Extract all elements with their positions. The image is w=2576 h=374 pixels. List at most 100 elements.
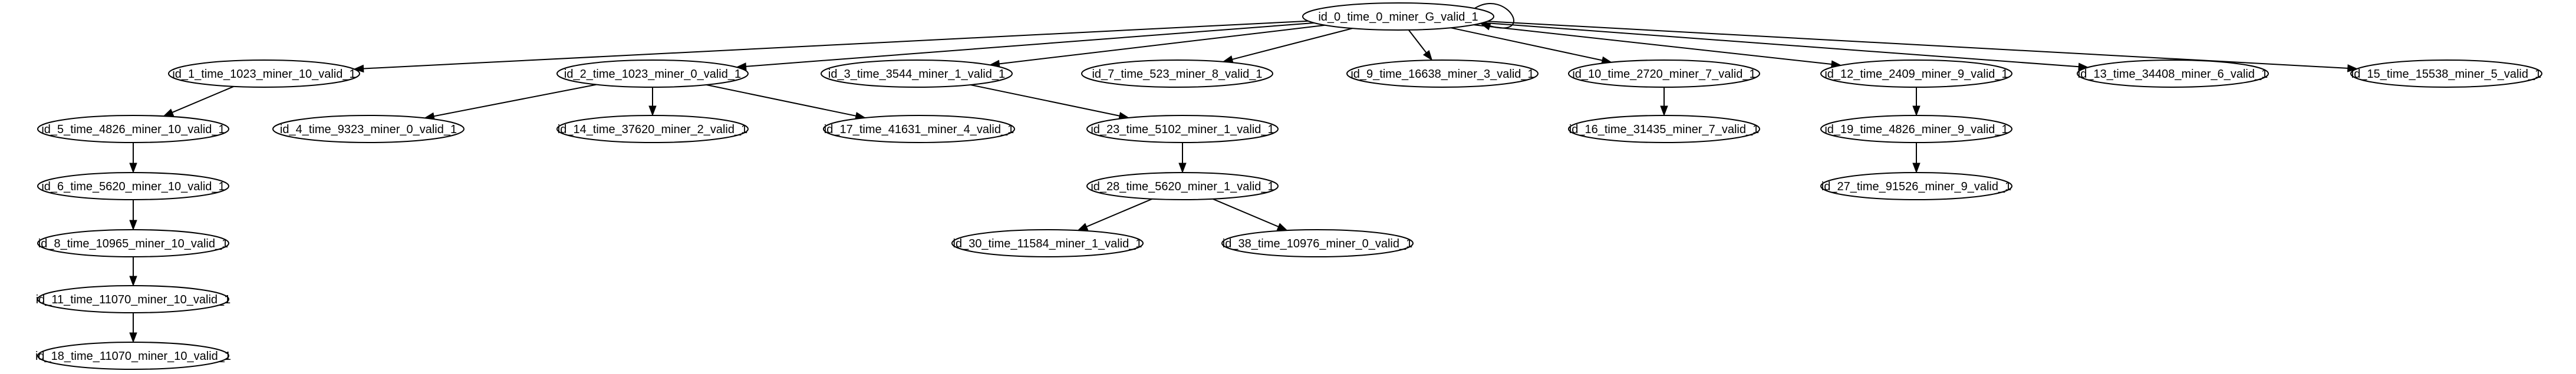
edge-n28-n30-arrow xyxy=(1077,223,1089,231)
node-ellipse xyxy=(951,229,1144,257)
node-n2: id_2_time_1023_miner_0_valid_1 xyxy=(556,59,749,88)
node-label: id_0_time_0_miner_G_valid_1 xyxy=(1318,11,1478,24)
node-n28: id_28_time_5620_miner_1_valid_1 xyxy=(1086,172,1279,200)
edge-n10-n16-arrow xyxy=(1660,105,1668,117)
node-n23: id_23_time_5102_miner_1_valid_1 xyxy=(1086,115,1279,143)
node-ellipse xyxy=(1568,59,1760,88)
node-n16: id_16_time_31435_miner_7_valid_1 xyxy=(1568,115,1760,143)
node-ellipse xyxy=(37,115,229,143)
edge-n0-n12 xyxy=(1473,24,1833,65)
edge-n0-n9 xyxy=(1408,29,1428,54)
node-ellipse xyxy=(2350,59,2542,88)
node-ellipse xyxy=(1568,115,1760,143)
node-ellipse xyxy=(1086,115,1279,143)
node-n3: id_3_time_3544_miner_1_valid_1 xyxy=(821,59,1013,88)
node-ellipse xyxy=(37,285,229,313)
edge-n1-n5 xyxy=(171,85,234,114)
node-ellipse xyxy=(823,115,1015,143)
node-label: id_4_time_9323_miner_0_valid_1 xyxy=(280,123,457,136)
node-n14: id_14_time_37620_miner_2_valid_1 xyxy=(556,115,749,143)
node-ellipse xyxy=(1820,172,2012,200)
node-ellipse xyxy=(37,229,229,257)
node-n15: id_15_time_15538_miner_5_valid_1 xyxy=(2350,59,2542,88)
edge-n19-n27-arrow xyxy=(1912,163,1921,174)
node-label: id_23_time_5102_miner_1_valid_1 xyxy=(1091,123,1274,136)
node-ellipse xyxy=(821,59,1013,88)
edge-n0-n2 xyxy=(745,22,1315,67)
node-ellipse xyxy=(2077,59,2269,88)
nodes-layer: id_0_time_0_miner_G_valid_1 id_1_time_102… xyxy=(35,2,2542,370)
edge-n23-n28-arrow xyxy=(1178,163,1187,174)
node-label: id_12_time_2409_miner_9_valid_1 xyxy=(1824,68,2008,81)
node-label: id_30_time_11584_miner_1_valid_1 xyxy=(953,237,1142,250)
node-n9: id_9_time_16638_miner_3_valid_1 xyxy=(1346,59,1539,88)
edge-n8-n11-arrow xyxy=(129,276,137,287)
node-label: id_3_time_3544_miner_1_valid_1 xyxy=(828,68,1005,81)
node-label: id_28_time_5620_miner_1_valid_1 xyxy=(1091,180,1274,193)
node-label: id_10_time_2720_miner_7_valid_1 xyxy=(1572,68,1755,81)
node-label: id_5_time_4826_miner_10_valid_1 xyxy=(41,123,225,136)
edge-n28-n38-arrow xyxy=(1276,223,1288,231)
node-label: id_18_time_11070_miner_10_valid_1 xyxy=(35,350,231,363)
edge-n0-n1 xyxy=(362,20,1309,69)
node-n8: id_8_time_10965_miner_10_valid_1 xyxy=(37,229,229,257)
node-n7: id_7_time_523_miner_8_valid_1 xyxy=(1081,59,1273,88)
edge-n0-n9-arrow xyxy=(1422,49,1433,61)
edge-n12-n19-arrow xyxy=(1912,105,1921,117)
node-n6: id_6_time_5620_miner_10_valid_1 xyxy=(37,172,229,200)
node-label: id_6_time_5620_miner_10_valid_1 xyxy=(41,180,225,193)
node-label: id_27_time_91526_miner_9_valid_1 xyxy=(1821,180,2011,193)
node-ellipse xyxy=(37,342,229,370)
node-n11: id_11_time_11070_miner_10_valid_1 xyxy=(36,285,231,313)
node-n12: id_12_time_2409_miner_9_valid_1 xyxy=(1820,59,2012,88)
node-n38: id_38_time_10976_miner_0_valid_1 xyxy=(1221,229,1414,257)
node-n10: id_10_time_2720_miner_7_valid_1 xyxy=(1568,59,1760,88)
node-label: id_38_time_10976_miner_0_valid_1 xyxy=(1223,237,1412,250)
edge-n11-n18-arrow xyxy=(129,332,137,343)
node-ellipse xyxy=(1221,229,1414,257)
edge-n3-n23 xyxy=(970,84,1121,117)
node-n5: id_5_time_4826_miner_10_valid_1 xyxy=(37,115,229,143)
node-label: id_19_time_4826_miner_9_valid_1 xyxy=(1824,123,2008,136)
node-n17: id_17_time_41631_miner_4_valid_1 xyxy=(823,115,1015,143)
node-ellipse xyxy=(168,59,360,88)
edge-n0-n15-arrow xyxy=(2347,64,2358,72)
edge-n0-n1-arrow xyxy=(353,64,364,73)
edge-n1-n5-arrow xyxy=(163,108,174,117)
node-n27: id_27_time_91526_miner_9_valid_1 xyxy=(1820,172,2012,200)
edges-layer xyxy=(129,3,2358,343)
node-label: id_9_time_16638_miner_3_valid_1 xyxy=(1350,68,1534,81)
node-ellipse xyxy=(1820,59,2012,88)
node-n13: id_13_time_34408_miner_6_valid_1 xyxy=(2077,59,2269,88)
edge-n0-n10 xyxy=(1450,27,1604,61)
edge-n28-n30 xyxy=(1085,198,1152,228)
node-ellipse xyxy=(1302,2,1494,31)
node-n18: id_18_time_11070_miner_10_valid_1 xyxy=(35,342,231,370)
edge-n0-n7 xyxy=(1231,28,1353,61)
edge-n5-n6-arrow xyxy=(129,163,137,174)
edge-n0-n3 xyxy=(998,24,1325,65)
node-label: id_17_time_41631_miner_4_valid_1 xyxy=(824,123,1014,136)
node-ellipse xyxy=(37,172,229,200)
node-label: id_16_time_31435_miner_7_valid_1 xyxy=(1569,123,1759,136)
node-ellipse xyxy=(556,59,749,88)
node-label: id_14_time_37620_miner_2_valid_1 xyxy=(558,123,747,136)
node-label: id_8_time_10965_miner_10_valid_1 xyxy=(38,237,228,250)
node-label: id_15_time_15538_miner_5_valid_1 xyxy=(2351,68,2541,81)
node-ellipse xyxy=(1081,59,1273,88)
node-n4: id_4_time_9323_miner_0_valid_1 xyxy=(272,115,465,143)
edge-n28-n38 xyxy=(1213,198,1280,228)
node-n19: id_19_time_4826_miner_9_valid_1 xyxy=(1820,115,2012,143)
node-label: id_13_time_34408_miner_6_valid_1 xyxy=(2078,68,2268,81)
node-label: id_7_time_523_miner_8_valid_1 xyxy=(1092,68,1262,81)
node-ellipse xyxy=(1820,115,2012,143)
node-label: id_1_time_1023_miner_10_valid_1 xyxy=(172,68,355,81)
edge-n2-n17 xyxy=(706,84,858,117)
node-label: id_11_time_11070_miner_10_valid_1 xyxy=(36,293,231,306)
node-ellipse xyxy=(1346,59,1539,88)
node-n0: id_0_time_0_miner_G_valid_1 xyxy=(1302,2,1494,31)
edge-n2-n4 xyxy=(432,84,597,117)
edge-n6-n8-arrow xyxy=(129,220,137,231)
edge-n0-n13 xyxy=(1483,22,2080,68)
